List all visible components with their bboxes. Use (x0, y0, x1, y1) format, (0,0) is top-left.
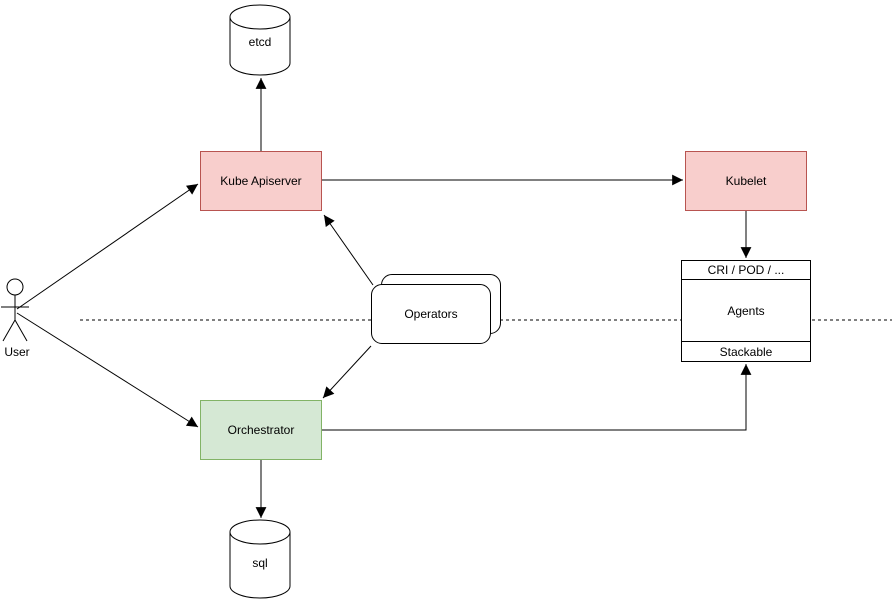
agents-stack-header: CRI / POD / ... (682, 261, 810, 280)
node-operators-label: Operators (404, 307, 458, 321)
node-kubelet[interactable]: Kubelet (685, 151, 807, 211)
edge-orchestrator-to-agents[interactable] (322, 364, 752, 431)
agents-stack-footer-label: Stackable (719, 345, 773, 359)
node-orchestrator[interactable]: Orchestrator (200, 400, 322, 460)
agents-stack-body: Agents (682, 280, 810, 341)
sql-cylinder-shape[interactable] (229, 519, 291, 599)
node-kube-apiserver[interactable]: Kube Apiserver (200, 151, 322, 211)
edge-user-to-kube-apiserver[interactable] (16, 183, 199, 310)
node-operators[interactable]: Operators (371, 284, 491, 344)
sql-label: sql (252, 556, 268, 570)
edge-user-to-orchestrator[interactable] (16, 312, 199, 428)
agents-stack-header-label: CRI / POD / ... (707, 263, 785, 277)
agents-stack-footer: Stackable (682, 341, 810, 362)
node-kube-apiserver-label: Kube Apiserver (220, 174, 302, 188)
node-kubelet-label: Kubelet (725, 174, 767, 188)
edge-operators-to-orchestrator[interactable] (322, 345, 372, 399)
node-agents-stack[interactable]: CRI / POD / ... Agents Stackable (681, 260, 811, 362)
node-orchestrator-label: Orchestrator (227, 423, 295, 437)
etcd-label: etcd (248, 35, 272, 49)
user-label: User (4, 345, 30, 359)
etcd-cylinder-shape[interactable] (229, 4, 291, 76)
agents-stack-body-label: Agents (727, 303, 765, 318)
user-actor-icon[interactable] (1, 278, 29, 342)
edge-operators-to-kube-apiserver[interactable] (323, 214, 374, 286)
